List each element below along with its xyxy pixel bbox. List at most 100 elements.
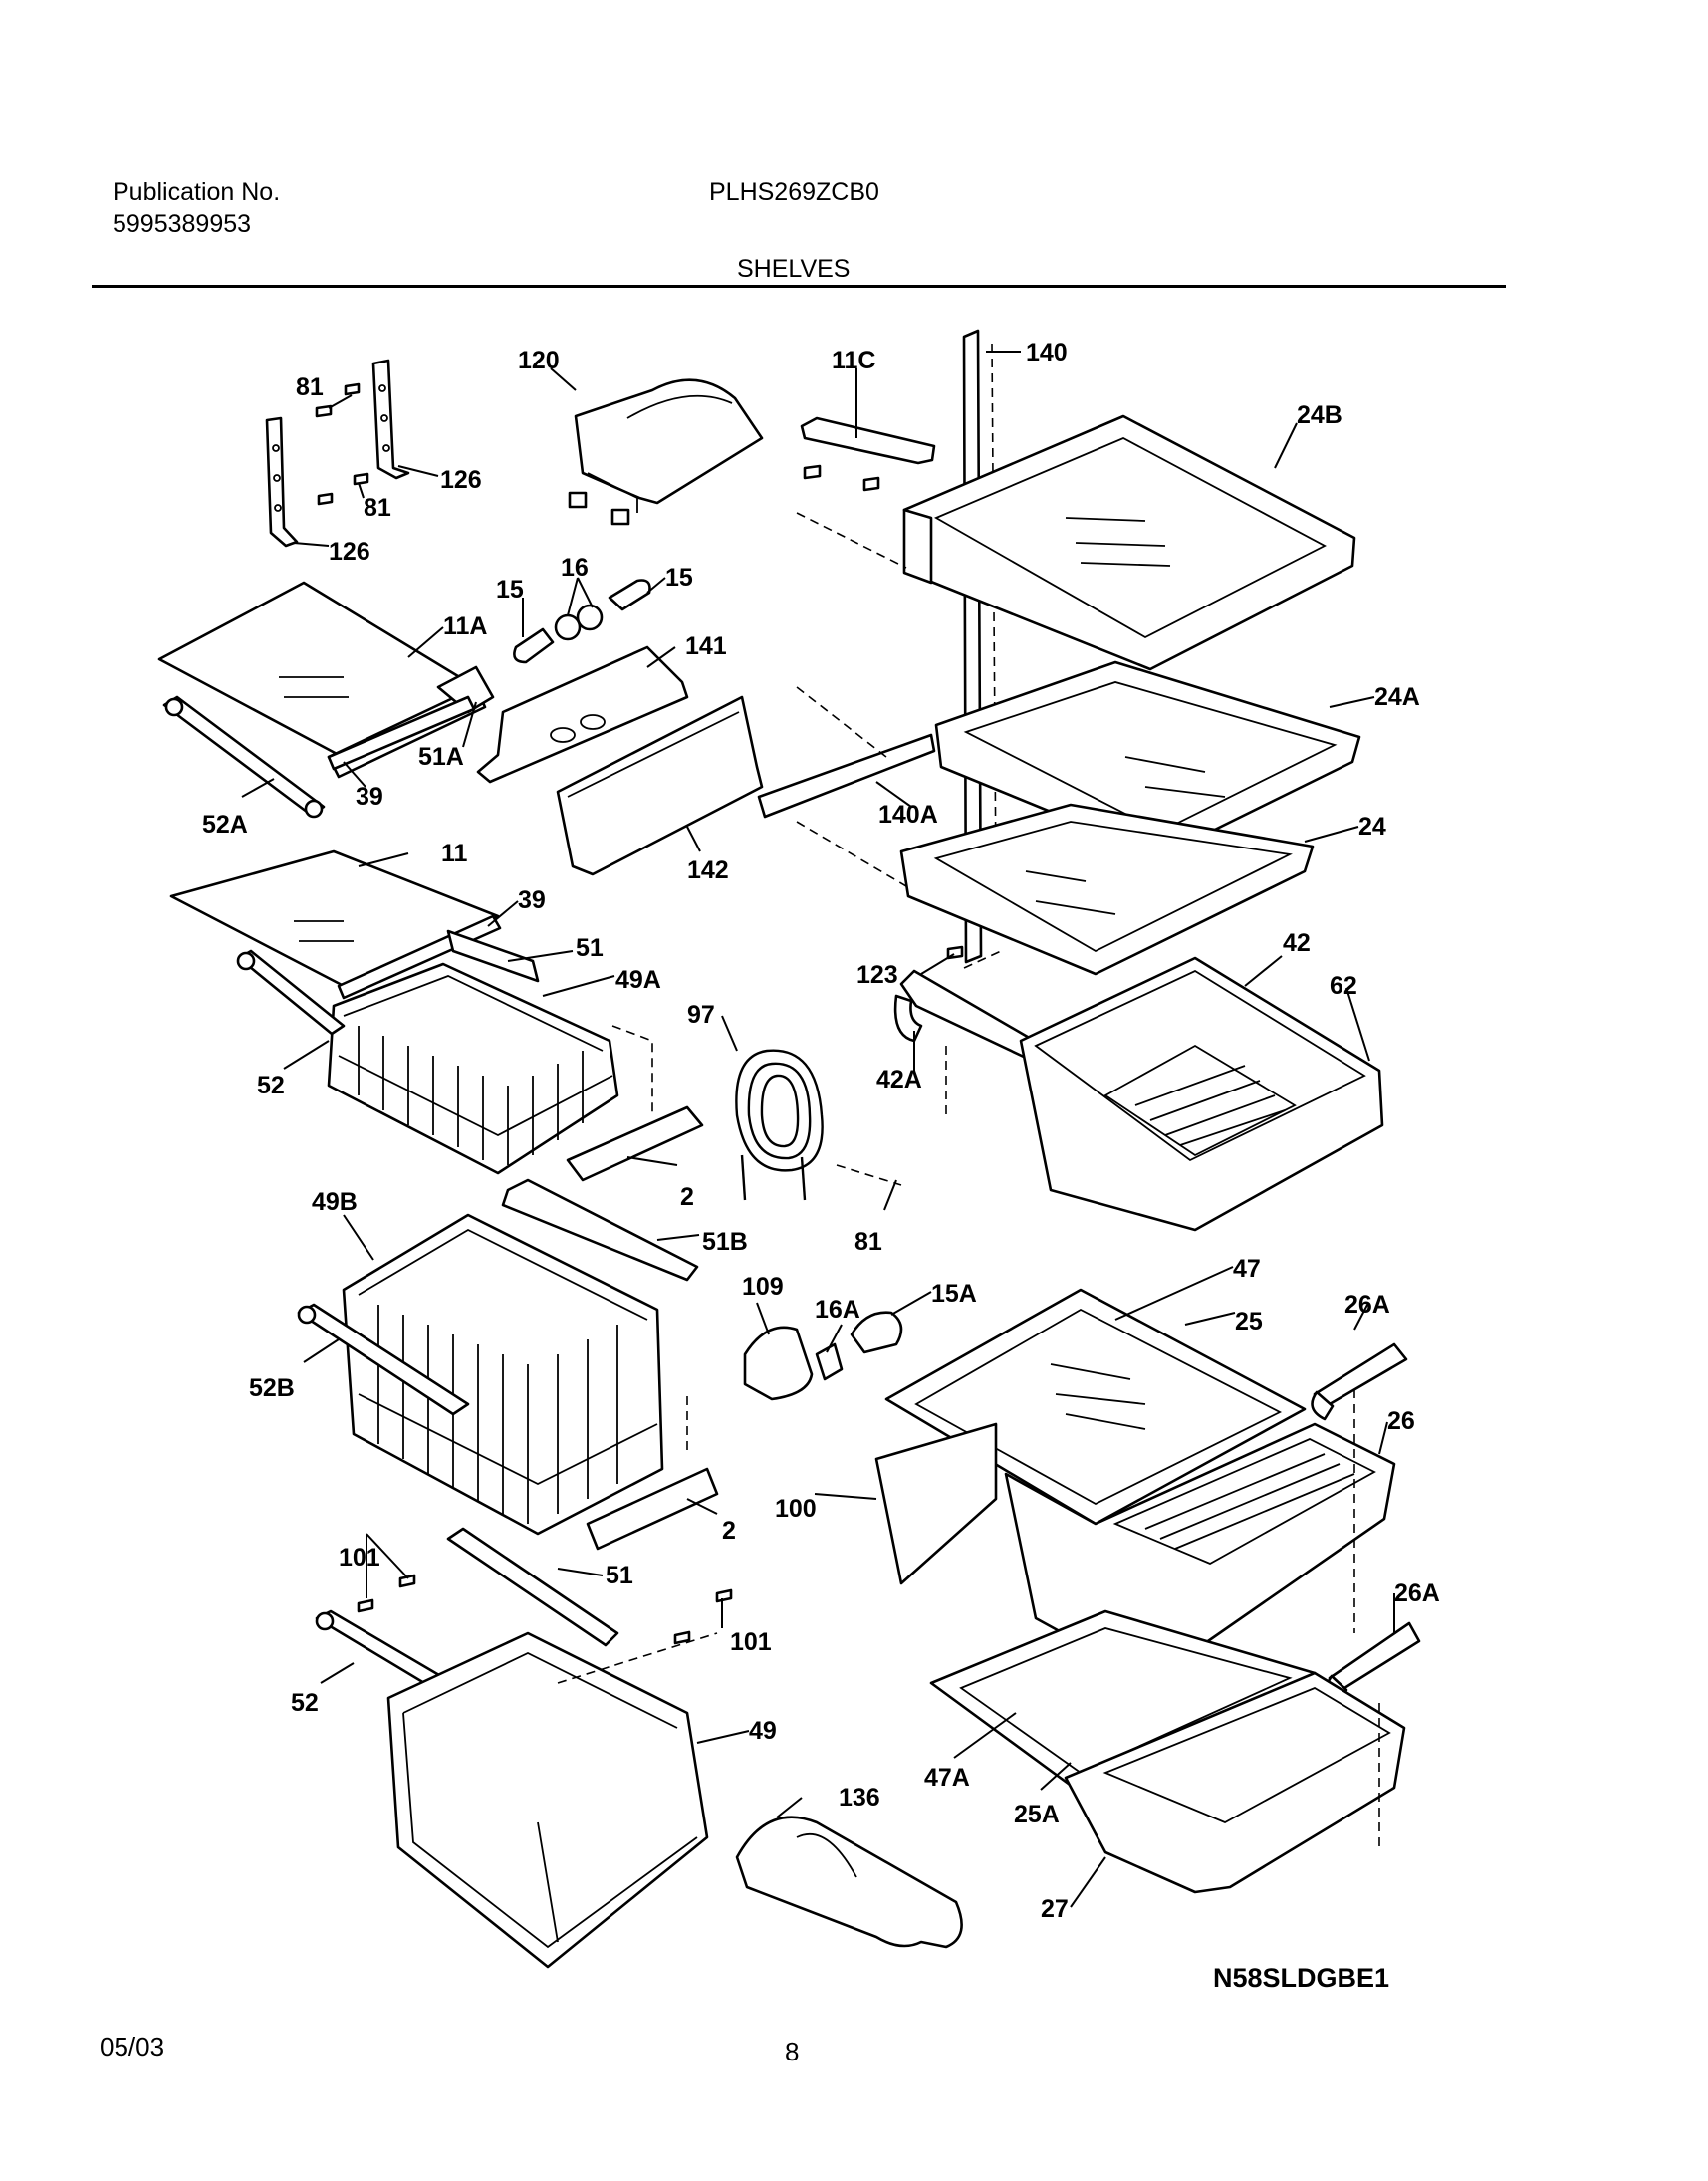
part-15-bulb-right: [608, 579, 651, 611]
part-141-bracket: [476, 645, 689, 784]
part-2-trim-upper: [566, 1105, 704, 1182]
part-label: 11: [441, 840, 468, 867]
part-label: 27: [1041, 1895, 1069, 1923]
part-label: 25: [1235, 1308, 1263, 1335]
part-52a-rail: [162, 695, 326, 819]
part-label: 24: [1358, 813, 1386, 841]
part-97-coil: [735, 1049, 824, 1201]
part-24a-shelf: [934, 660, 1361, 858]
part-25-shelf: [884, 1288, 1307, 1526]
part-24b-shelf: [902, 414, 1356, 671]
part-label: 26A: [1394, 1579, 1440, 1607]
page-number: 8: [785, 2037, 800, 2066]
part-15a-bulb: [850, 1311, 903, 1354]
part-109-housing: [743, 1326, 814, 1401]
part-label: 126: [329, 538, 370, 566]
leader-lines: [241, 351, 1395, 1908]
part-49b-basket: [342, 1213, 664, 1536]
part-26a-clip-upper: [1311, 1342, 1408, 1421]
header-rule: [92, 285, 1506, 288]
part-label: 52A: [202, 811, 248, 839]
part-label: 136: [839, 1784, 880, 1812]
part-label: 100: [775, 1495, 817, 1523]
part-label: 120: [518, 347, 560, 374]
part-label: 51: [576, 934, 604, 962]
part-label: 52: [257, 1072, 285, 1099]
part-label: 2: [680, 1183, 694, 1211]
part-label: 49: [749, 1717, 777, 1745]
part-label: 51: [606, 1562, 633, 1589]
part-11c-bracket: [800, 416, 936, 492]
part-label: 81: [296, 373, 324, 401]
part-label: 39: [518, 886, 546, 914]
dashed-guides: [557, 512, 1002, 1684]
part-label: 2: [722, 1517, 736, 1545]
part-label: 42: [1283, 929, 1311, 957]
part-label: 51A: [418, 743, 464, 771]
part-label: 101: [730, 1628, 772, 1656]
part-label: 47A: [924, 1764, 970, 1792]
part-label: 26: [1387, 1407, 1415, 1435]
part-label: 15A: [931, 1280, 977, 1308]
part-label: 123: [856, 961, 898, 989]
part-51b-rail: [501, 1178, 699, 1282]
part-label: 42A: [876, 1066, 922, 1093]
part-120-bin: [568, 378, 764, 526]
part-49a-basket: [327, 962, 619, 1175]
part-51-rail: [446, 929, 540, 983]
part-52b-rail: [297, 1303, 470, 1416]
part-15-bulb-left: [513, 627, 555, 664]
part-label: 11C: [832, 347, 875, 374]
publication-number: 5995389953: [113, 210, 252, 238]
part-label: 109: [742, 1273, 784, 1301]
part-126-rail-right: [371, 359, 410, 480]
part-label: 51B: [702, 1228, 748, 1256]
part-140a-bracket: [757, 733, 936, 819]
part-label: 62: [1330, 972, 1357, 1000]
part-label: 126: [440, 466, 482, 494]
part-label: 16A: [815, 1296, 860, 1324]
part-62-crisper: [1019, 956, 1384, 1232]
part-label: 24B: [1297, 401, 1342, 429]
part-label: 39: [356, 783, 383, 811]
part-label: 142: [687, 856, 729, 884]
part-label-group: 81 120 11C 140 24B 126 81 126 16 15 15 11A 141 51A 39 5…: [202, 339, 1440, 1923]
part-16-sockets: [554, 604, 604, 641]
part-label: 101: [339, 1544, 380, 1572]
part-label: 24A: [1374, 683, 1420, 711]
part-label: 49A: [615, 966, 661, 994]
part-label: 52: [291, 1689, 319, 1717]
part-49-bin: [386, 1631, 709, 1969]
part-label: 81: [364, 494, 391, 522]
part-label: 49B: [312, 1188, 358, 1216]
diagram-code: N58SLDGBE1: [1213, 1963, 1389, 1993]
part-2-trim-lower: [586, 1467, 719, 1551]
part-label: 47: [1233, 1255, 1261, 1283]
part-51-rail-lower: [446, 1527, 619, 1647]
part-142-cover: [556, 695, 764, 876]
part-100-panel: [874, 1422, 998, 1585]
part-label: 15: [496, 576, 524, 604]
part-label: 141: [685, 632, 727, 660]
part-126-rail-left: [265, 416, 299, 548]
part-label: 140: [1026, 339, 1068, 366]
part-label: 81: [854, 1228, 882, 1256]
section-title: SHELVES: [737, 255, 851, 283]
part-101-screws: [357, 1574, 733, 1645]
part-label: 11A: [443, 612, 487, 640]
part-label: 16: [561, 554, 589, 582]
part-27-crisper: [1064, 1671, 1406, 1894]
part-52-rail: [236, 949, 346, 1036]
part-label: 26A: [1344, 1291, 1390, 1319]
part-label: 52B: [249, 1374, 295, 1402]
part-label: 25A: [1014, 1801, 1060, 1828]
part-label: 140A: [878, 801, 938, 829]
part-81-screws: [315, 382, 369, 506]
publication-label: Publication No.: [113, 178, 281, 206]
part-24-shelf: [899, 803, 1315, 976]
model-number: PLHS269ZCB0: [709, 178, 879, 206]
part-136-bracket: [735, 1816, 963, 1949]
part-label: 15: [665, 564, 693, 592]
part-label: 97: [687, 1001, 715, 1029]
